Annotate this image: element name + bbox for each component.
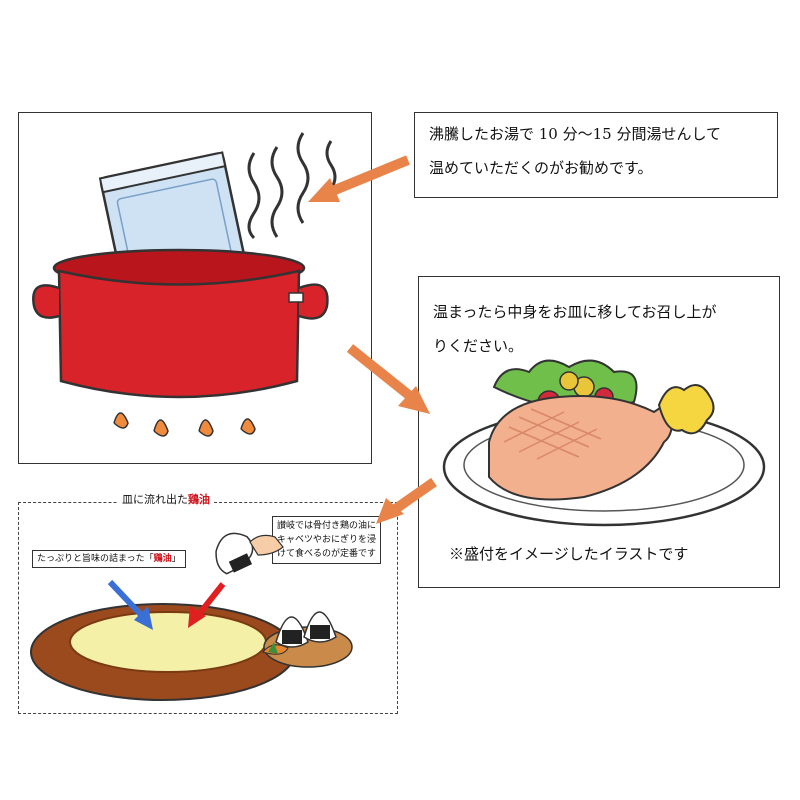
onigiri-icon: [275, 611, 337, 648]
serving-panel: 温まったら中身をお皿に移してお召し上が りください。 ※盛付をイメージしたイラス…: [418, 276, 780, 588]
oil-label-right-line1: 讃岐では骨付き鶏の油に: [277, 521, 377, 531]
oil-label-right-line2: キャベツやおにぎりを浸: [277, 535, 377, 545]
pot-handle-right: [298, 283, 329, 320]
pot-illustration: [32, 132, 337, 437]
step3-title-prefix: 皿に流れ出た: [122, 493, 188, 506]
red-arrow-icon: [193, 582, 226, 620]
oil-label-left: たっぷりと旨味の詰まった「鶏油」: [32, 550, 186, 568]
step3-title-highlight: 鶏油: [188, 493, 210, 506]
pot-illustration-panel: [18, 112, 372, 464]
chicken-plate-illustration: [442, 359, 766, 527]
step1-caption-line2: 温めていただくのがお勧めです。: [429, 159, 653, 177]
steam-line: [270, 146, 284, 238]
illustration-note: ※盛付をイメージしたイラストです: [449, 545, 689, 563]
step1-caption: 沸騰したお湯で 10 分～15 分間湯せんして 温めていただくのがお勧めです。: [414, 112, 778, 198]
hand: [249, 534, 284, 556]
steam-line: [296, 132, 310, 224]
pot-body: [57, 269, 301, 399]
step2-caption-line1: 温まったら中身をお皿に移してお召し上が: [433, 303, 717, 321]
steam-line: [247, 152, 261, 240]
oil-label-left-suffix: 」: [171, 554, 181, 564]
flame-icons: [113, 412, 256, 437]
oil-plate-illustration: [30, 532, 353, 701]
oil-label-right-line3: けて食べるのが定番です: [277, 549, 377, 559]
step1-caption-line1: 沸騰したお湯で 10 分～15 分間湯せんして: [429, 125, 722, 143]
pot-handle-left: [32, 284, 60, 319]
chicken-leg: [488, 395, 674, 501]
oil-label-right: 讃岐では骨付き鶏の油に キャベツやおにぎりを浸 けて食べるのが定番です: [272, 516, 382, 564]
step2-caption-line2: りください。: [433, 337, 524, 355]
blue-arrow-icon: [107, 579, 149, 623]
chicken-oil: [69, 611, 267, 673]
onigiri-dipping: [215, 532, 254, 575]
oil-label-left-prefix: たっぷりと旨味の詰まった「: [37, 554, 154, 564]
tomato: [559, 371, 579, 391]
step3-title: 皿に流れ出た鶏油: [118, 490, 214, 510]
oil-label-left-highlight: 鶏油: [153, 554, 172, 564]
steam-line: [325, 140, 337, 190]
bone-paper: [657, 384, 715, 435]
